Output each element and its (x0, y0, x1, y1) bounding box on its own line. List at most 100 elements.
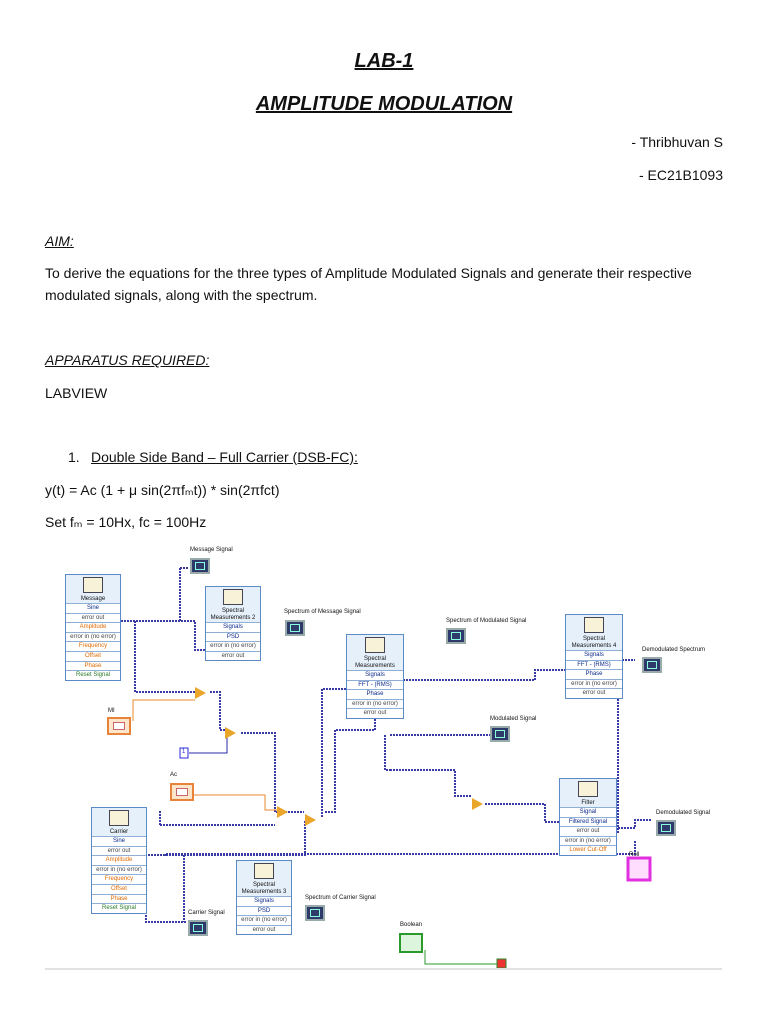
carrier-row-frequency: Frequency (92, 874, 146, 884)
spec-row-error-out: error out (347, 708, 403, 718)
spec3-row-error-out: error out (237, 924, 291, 935)
spec4-row-fft: FFT - (RMS) (566, 659, 622, 670)
spectrum-message-graph-icon (285, 620, 305, 636)
spectral-measurements-4-block: Spectral Measurements 4 Signals FFT - (R… (565, 614, 623, 699)
filter-title: Filter (581, 800, 595, 806)
section-number: 1. (68, 449, 80, 465)
roll-label: Roll (629, 852, 640, 858)
spectrum-carrier-label: Spectrum of Carrier Signal (305, 895, 376, 901)
carrier-row-sine: Sine (92, 836, 146, 846)
spec3-row-psd: PSD (237, 905, 291, 916)
multiply-operator-1 (195, 687, 206, 699)
spec-row-signals: Signals (347, 670, 403, 680)
spec4-row-phase: Phase (566, 669, 622, 679)
spec3-row-error-in: error in (no error) (237, 915, 291, 925)
equation-line: y(t) = Aᴄ (1 + μ sin(2πfₘt)) * sin(2πfᴄt… (45, 482, 280, 498)
aim-heading: AIM: (45, 233, 74, 249)
spectrum-icon (584, 617, 604, 633)
spectrum-icon (254, 863, 274, 879)
message-generator-block: Message Sine error out Amplitude error i… (65, 574, 121, 681)
lab-title: LAB-1 (354, 50, 414, 72)
filter-row-error-out: error out (560, 826, 616, 836)
spectrum-carrier-graph-icon (305, 905, 325, 921)
carrier-row-reset: Reset Signal (92, 903, 146, 913)
message-row-reset: Reset Signal (66, 670, 120, 680)
message-row-error-in: error in (no error) (66, 631, 120, 642)
carrier-row-error-in: error in (no error) (92, 864, 146, 875)
spectral-measurements-2-block: Spectral Measurements 2 Signals PSD erro… (205, 586, 261, 662)
spec2-row-error-out: error out (206, 650, 260, 661)
spec-title: Spectral Measurements (355, 656, 395, 669)
carrier-row-phase: Phase (92, 893, 146, 904)
carrier-row-amplitude: Amplitude (92, 855, 146, 865)
filter-row-error-in: error in (no error) (560, 835, 616, 846)
spec-row-fft: FFT - (RMS) (347, 679, 403, 690)
message-signal-graph-icon (190, 558, 210, 574)
carrier-row-error-out: error out (92, 845, 146, 856)
ac-control[interactable] (170, 783, 194, 801)
spec4-row-error-out: error out (566, 688, 622, 698)
message-signal-label: Message Signal (190, 547, 233, 553)
spec4-row-signals: Signals (566, 650, 622, 660)
spectral-measurements-block: Spectral Measurements Signals FFT - (RMS… (346, 634, 404, 719)
labview-block-diagram: Message Signal Spectrum of Message Signa… (45, 540, 722, 970)
filter-row-lower-cutoff: Lower Cut-Off (560, 845, 616, 855)
multiply-operator-4 (472, 798, 483, 810)
author-line: - Thribhuvan S (631, 134, 723, 150)
demodulated-signal-label: Demodulated Signal (656, 810, 711, 816)
carrier-row-offset: Offset (92, 883, 146, 894)
roll-number-line: - EC21B1093 (638, 167, 723, 183)
carrier-signal-label: Carrier Signal (188, 910, 225, 916)
spectral-measurements-3-block: Spectral Measurements 3 Signals PSD erro… (236, 860, 292, 936)
spec-row-phase: Phase (347, 689, 403, 699)
carrier-signal-graph-icon (188, 920, 208, 936)
apparatus-text: LABVIEW (45, 385, 108, 401)
spectrum-modulated-graph-icon (446, 628, 466, 644)
modulated-signal-label: Modulated Signal (490, 716, 537, 722)
spec3-title: Spectral Measurements 3 (241, 882, 287, 895)
spectrum-message-label: Spectrum of Message Signal (284, 609, 361, 615)
spec2-row-signals: Signals (206, 622, 260, 632)
spectrum-modulated-label: Spectrum of Modulated Signal (446, 618, 527, 624)
filter-block: Filter Signal Filtered Signal error out … (559, 778, 617, 856)
message-row-frequency: Frequency (66, 641, 120, 651)
page-divider (45, 968, 722, 970)
message-row-sine: Sine (66, 603, 120, 613)
multiply-operator-3 (305, 814, 316, 826)
spectrum-icon (223, 589, 243, 605)
boolean-label: Boolean (400, 922, 423, 928)
modulated-signal-graph-icon (490, 726, 510, 742)
spec4-title: Spectral Measurements 4 (571, 636, 617, 649)
carrier-block-title: Carrier (109, 829, 129, 835)
filter-row-filtered: Filtered Signal (560, 816, 616, 827)
message-block-title: Message (80, 596, 106, 602)
ac-label: Ac (170, 772, 178, 778)
message-row-offset: Offset (66, 650, 120, 661)
spec2-row-error-in: error in (no error) (206, 641, 260, 651)
message-row-amplitude: Amplitude (66, 622, 120, 632)
apparatus-heading: APPARATUS REQUIRED: (45, 352, 210, 368)
filter-icon (578, 781, 598, 797)
mi-label: MI (108, 708, 115, 714)
section-title: Double Side Band – Full Carrier (DSB-FC)… (91, 449, 358, 465)
mi-control[interactable] (107, 717, 131, 735)
signal-generator-icon (109, 810, 129, 826)
spec-row-error-in: error in (no error) (347, 698, 403, 709)
add-operator (225, 727, 236, 739)
demodulated-signal-graph-icon (656, 820, 676, 836)
demodulated-spectrum-label: Demodulated Spectrum (642, 647, 706, 653)
spec3-row-signals: Signals (237, 896, 291, 906)
constant-one: 1 (182, 749, 186, 755)
multiply-operator-2 (277, 806, 288, 818)
spectrum-icon (365, 637, 385, 653)
main-title: AMPLITUDE MODULATION (255, 93, 513, 115)
spec2-title: Spectral Measurements 2 (210, 608, 256, 621)
spec4-row-error-in: error in (no error) (566, 678, 622, 689)
signal-generator-icon (83, 577, 103, 593)
filter-row-signal: Signal (560, 807, 616, 817)
message-row-error-out: error out (66, 612, 120, 623)
spec2-row-psd: PSD (206, 631, 260, 642)
demodulated-spectrum-graph-icon (642, 657, 662, 673)
frequency-setting-line: Set fₘ = 10Hx, fᴄ = 100Hz (45, 514, 207, 530)
aim-text: To derive the equations for the three ty… (45, 265, 692, 303)
